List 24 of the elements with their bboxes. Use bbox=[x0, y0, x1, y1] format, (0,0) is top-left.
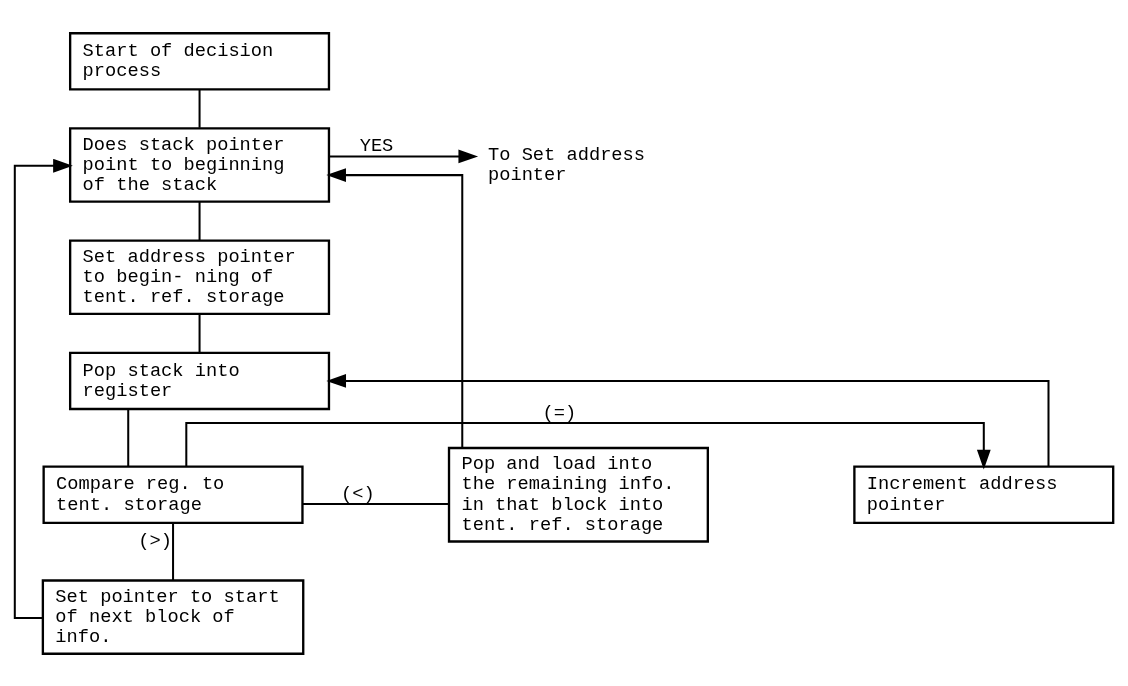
arrow bbox=[326, 373, 1050, 467]
node-text: To Set address pointer bbox=[487, 143, 646, 186]
connector bbox=[198, 313, 201, 352]
edge-label: YES bbox=[359, 134, 394, 157]
arrow bbox=[13, 158, 73, 619]
connector bbox=[198, 201, 201, 240]
node-box: Set address pointer to begin- ning of tent. ref. storage bbox=[69, 238, 331, 315]
node-box: Pop and load into the remaining info. in that block into tent. ref. storage bbox=[447, 446, 709, 543]
arrow bbox=[326, 167, 464, 448]
arrow bbox=[185, 421, 991, 469]
edge-label: (<) bbox=[340, 482, 375, 505]
edge-label: (>) bbox=[138, 529, 172, 552]
connector bbox=[303, 502, 449, 505]
arrow bbox=[329, 149, 479, 163]
edge-label: (=) bbox=[542, 401, 577, 424]
connector bbox=[172, 522, 175, 580]
connector bbox=[198, 89, 201, 128]
node-box: Pop stack into register bbox=[69, 351, 331, 410]
node-box: Compare reg. to tent. storage bbox=[42, 465, 304, 524]
node-box: Set pointer to start of next block of info. bbox=[41, 578, 305, 655]
node-box: Does stack pointer point to beginning of the stack bbox=[69, 126, 331, 203]
node-box: Increment address pointer bbox=[853, 465, 1115, 524]
node-box: Start of decision process bbox=[69, 31, 331, 91]
connector bbox=[127, 408, 130, 467]
